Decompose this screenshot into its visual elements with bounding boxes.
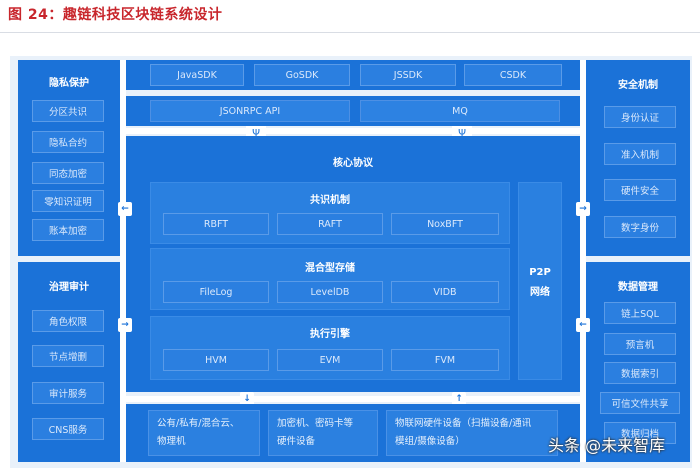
storage-block: 混合型存储 FileLog LevelDB VIDB xyxy=(150,248,510,310)
consensus-noxbft: NoxBFT xyxy=(391,213,499,235)
storage-filelog: FileLog xyxy=(163,281,269,303)
core-infra-connector xyxy=(126,396,580,402)
p2p-label-2: 网络 xyxy=(530,287,550,298)
governance-item-roles: 角色权限 xyxy=(32,310,104,332)
privacy-item-ledger-encryption: 账本加密 xyxy=(32,219,104,241)
consensus-title: 共识机制 xyxy=(310,195,350,206)
infra-iot-line1: 物联网硬件设备（扫描设备/通讯 xyxy=(395,418,532,429)
infra-crypto-hardware: 加密机、密码卡等 硬件设备 xyxy=(268,410,378,456)
security-item-hardware-security: 硬件安全 xyxy=(604,179,676,201)
governance-item-cns: CNS服务 xyxy=(32,418,104,440)
infra-cloud-line2: 物理机 xyxy=(157,436,186,447)
sdk-go: GoSDK xyxy=(254,64,350,86)
privacy-item-homomorphic: 同态加密 xyxy=(32,162,104,184)
engine-fvm: FVM xyxy=(391,349,499,371)
arrow-up-icon: ↑ xyxy=(452,392,466,406)
arrow-left-icon: ← xyxy=(118,202,132,216)
infra-cloud: 公有/私有/混合云、 物理机 xyxy=(148,410,260,456)
data-item-oracle: 预言机 xyxy=(604,333,676,355)
sdk-c: CSDK xyxy=(464,64,562,86)
infra-crypto-line2: 硬件设备 xyxy=(277,436,316,447)
arrow-right-icon: → xyxy=(118,318,132,332)
watermark: 头条 @未来智库 xyxy=(548,436,666,455)
engine-hvm: HVM xyxy=(163,349,269,371)
sdk-java: JavaSDK xyxy=(150,64,244,86)
infra-cloud-line1: 公有/私有/混合云、 xyxy=(157,418,240,429)
api-bar: JSONRPC API MQ xyxy=(126,96,580,126)
consensus-raft: RAFT xyxy=(277,213,383,235)
right-connector xyxy=(580,60,586,462)
data-item-onchain-sql: 链上SQL xyxy=(604,302,676,324)
p2p-block: P2P 网络 xyxy=(518,182,562,380)
api-jsonrpc: JSONRPC API xyxy=(150,100,350,122)
arrow-down-icon: ↓ xyxy=(240,392,254,406)
security-item-admission: 准入机制 xyxy=(604,143,676,165)
governance-item-node-management: 节点增删 xyxy=(32,345,104,367)
consensus-rbft: RBFT xyxy=(163,213,269,235)
security-panel: 安全机制 身份认证 准入机制 硬件安全 数字身份 xyxy=(586,60,690,256)
engine-block: 执行引擎 HVM EVM FVM xyxy=(150,316,510,380)
api-core-connector xyxy=(126,128,580,134)
privacy-title: 隐私保护 xyxy=(49,78,89,89)
data-management-panel: 数据管理 链上SQL 预言机 数据索引 可信文件共享 数据归档 xyxy=(586,262,690,462)
governance-panel: 治理审计 角色权限 节点增删 审计服务 CNS服务 xyxy=(18,262,120,462)
sdk-bar: JavaSDK GoSDK JSSDK CSDK xyxy=(126,60,580,90)
data-item-index: 数据索引 xyxy=(604,362,676,384)
data-item-archive: 数据归档 xyxy=(604,422,676,444)
engine-evm: EVM xyxy=(277,349,383,371)
privacy-panel: 隐私保护 分区共识 隐私合约 同态加密 零知识证明 账本加密 xyxy=(18,60,120,256)
core-protocol-title: 核心协议 xyxy=(333,158,373,169)
infrastructure-bar: 公有/私有/混合云、 物理机 加密机、密码卡等 硬件设备 物联网硬件设备（扫描设… xyxy=(126,404,580,462)
title-divider xyxy=(0,32,700,33)
privacy-item-private-contract: 隐私合约 xyxy=(32,131,104,153)
data-management-title: 数据管理 xyxy=(618,282,658,293)
security-item-identity-auth: 身份认证 xyxy=(604,106,676,128)
infra-iot-line2: 模组/摄像设备） xyxy=(395,436,465,447)
storage-vidb: VIDB xyxy=(391,281,499,303)
p2p-label-1: P2P xyxy=(529,267,551,278)
engine-title: 执行引擎 xyxy=(310,329,350,340)
api-mq: MQ xyxy=(360,100,560,122)
consensus-block: 共识机制 RBFT RAFT NoxBFT xyxy=(150,182,510,244)
governance-title: 治理审计 xyxy=(49,282,89,293)
storage-title: 混合型存储 xyxy=(305,263,355,274)
arrow-left-icon: ← xyxy=(576,318,590,332)
security-title: 安全机制 xyxy=(618,80,658,91)
governance-item-audit: 审计服务 xyxy=(32,382,104,404)
storage-leveldb: LevelDB xyxy=(277,281,383,303)
core-protocol-panel: 核心协议 共识机制 RBFT RAFT NoxBFT 混合型存储 FileLog… xyxy=(126,136,580,392)
data-item-file-sharing: 可信文件共享 xyxy=(600,392,680,414)
infra-iot: 物联网硬件设备（扫描设备/通讯 模组/摄像设备） xyxy=(386,410,558,456)
left-connector xyxy=(120,60,126,462)
privacy-item-zkp: 零知识证明 xyxy=(32,190,104,212)
arrow-right-icon: → xyxy=(576,202,590,216)
privacy-item-partition-consensus: 分区共识 xyxy=(32,100,104,122)
infra-crypto-line1: 加密机、密码卡等 xyxy=(277,418,354,429)
figure-title: 图 24：趣链科技区块链系统设计 xyxy=(8,7,223,23)
security-item-digital-identity: 数字身份 xyxy=(604,216,676,238)
sdk-js: JSSDK xyxy=(360,64,456,86)
